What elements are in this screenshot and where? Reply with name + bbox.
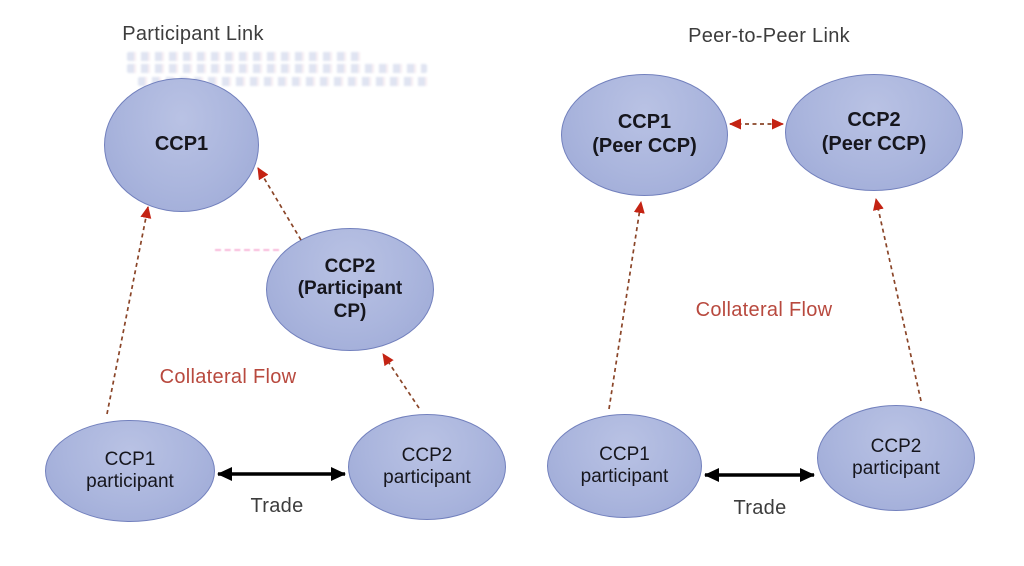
left-ccp1-participant-line1: CCP1 <box>104 448 156 470</box>
node-right-ccp1-participant: CCP1 participant <box>547 414 702 518</box>
ccp1-peer-line2: (Peer CCP) <box>592 135 697 157</box>
right-ccp1-participant-line2: participant <box>580 466 669 487</box>
node-ccp2-cp-label-line3: CP) <box>333 300 367 322</box>
arrow-right-ccp2participant-to-ccp2peer <box>873 198 922 402</box>
right-ccp1-participant-line1: CCP1 <box>599 443 650 465</box>
left-ccp2-participant-line2: participant <box>383 467 471 488</box>
right-trade-label: Trade <box>733 497 787 519</box>
right-ccp2-participant-line2: participant <box>852 458 940 479</box>
node-ccp1-label: CCP1 <box>154 133 209 156</box>
arrow-right-ccp1participant-to-ccp1peer <box>608 201 645 410</box>
left-diagram-title: Participant Link <box>122 23 264 45</box>
node-ccp1-peer: CCP1 (Peer CCP) <box>561 74 728 196</box>
ccp1-peer-line1: CCP1 <box>617 111 672 134</box>
node-ccp2-cp-label-line2: (Participant <box>297 278 403 300</box>
right-diagram-title: Peer-to-Peer Link <box>688 25 850 47</box>
left-trade-label: Trade <box>250 495 304 517</box>
right-collateral-flow-label: Collateral Flow <box>695 299 833 321</box>
arrow-left-ccp2participant-to-ccp2cp <box>382 353 420 409</box>
right-ccp2-participant-line1: CCP2 <box>870 435 922 457</box>
left-ccp2-participant-line1: CCP2 <box>401 444 453 466</box>
node-ccp1: CCP1 <box>104 78 259 212</box>
ccp2-peer-line1: CCP2 <box>847 108 901 131</box>
node-left-ccp1-participant: CCP1 participant <box>45 420 215 522</box>
node-ccp2-participant-cp: CCP2 (Participant CP) <box>266 228 434 351</box>
node-right-ccp2-participant: CCP2 participant <box>817 405 975 511</box>
node-left-ccp2-participant: CCP2 participant <box>348 414 506 520</box>
ccp2-peer-line2: (Peer CCP) <box>821 132 927 155</box>
left-ccp1-participant-line2: participant <box>86 471 174 492</box>
node-ccp2-peer: CCP2 (Peer CCP) <box>785 74 963 191</box>
left-collateral-flow-label: Collateral Flow <box>159 366 297 388</box>
node-ccp2-cp-label-line1: CCP2 <box>324 255 376 277</box>
arrow-ccp2cp-to-ccp1 <box>257 167 302 241</box>
